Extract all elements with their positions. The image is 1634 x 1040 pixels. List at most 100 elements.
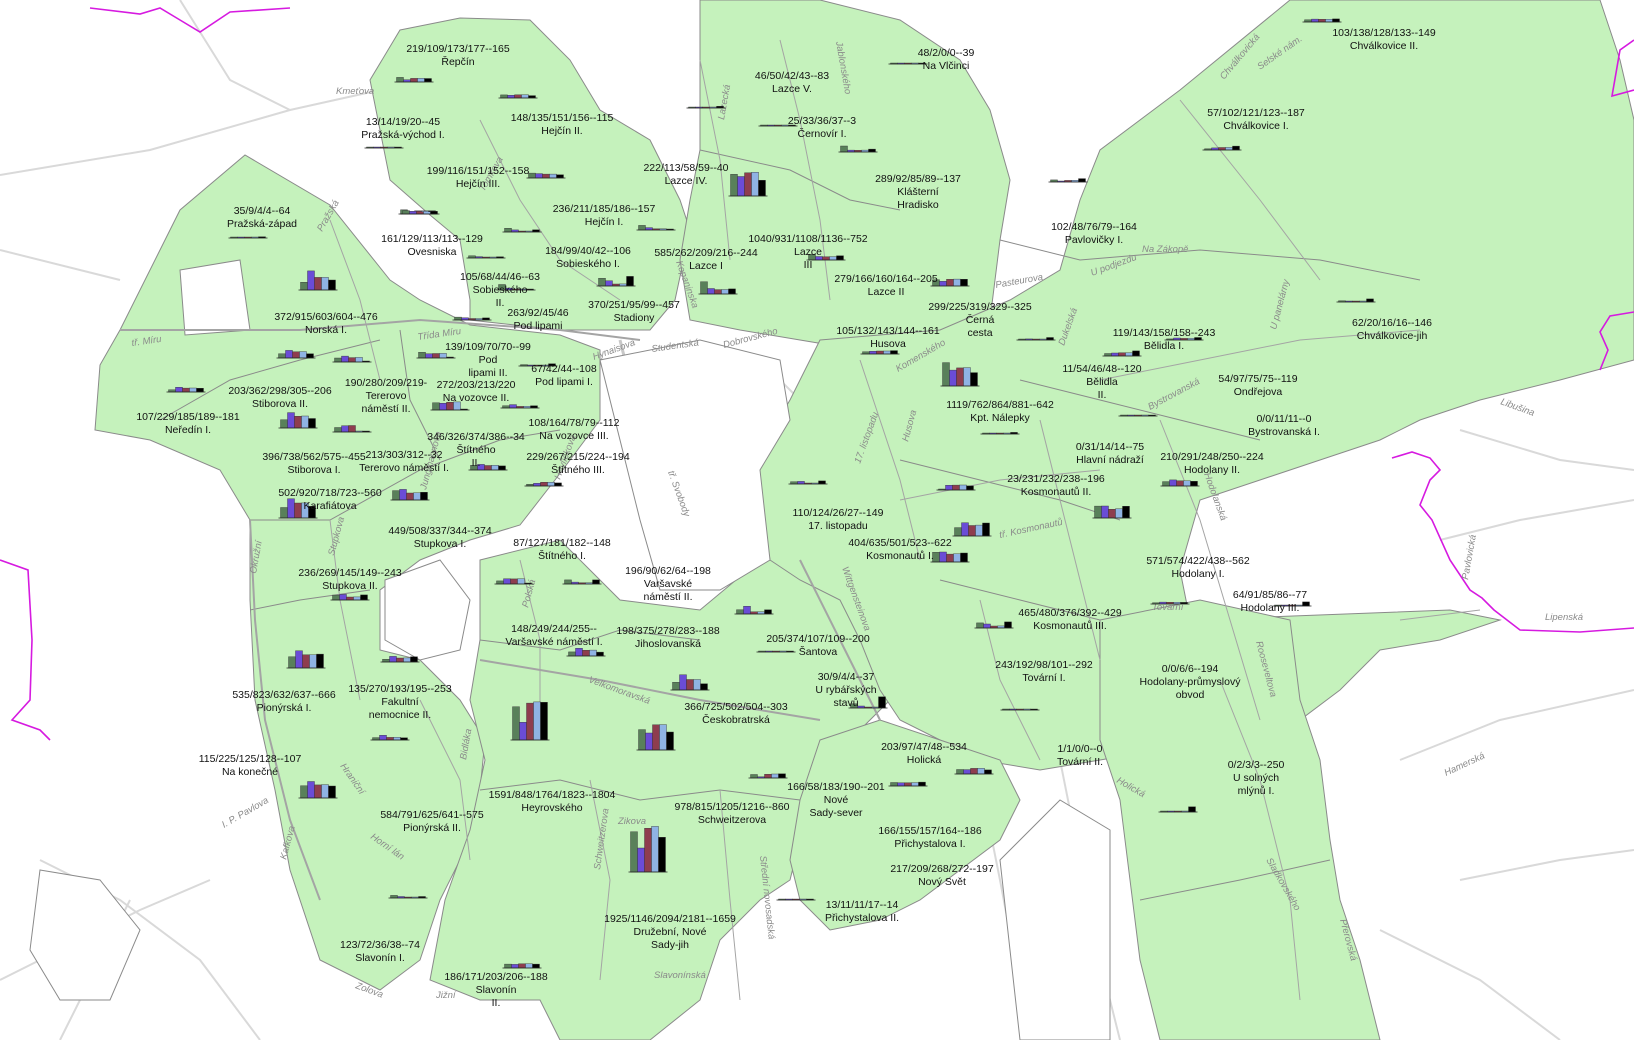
district-label[interactable]: 148/249/244/255--Varšavské náměstí I. — [505, 623, 602, 648]
bar — [392, 490, 400, 501]
district-bar-chart — [636, 724, 676, 751]
bar — [512, 706, 520, 741]
district-bar-chart — [380, 656, 420, 663]
district-values: 119/143/158/158--243 — [1113, 327, 1216, 339]
district-bar-chart — [1164, 337, 1204, 341]
bar — [652, 724, 660, 751]
district-bar-chart — [936, 484, 976, 491]
street-line — [419, 699, 471, 861]
bar — [1188, 806, 1196, 813]
district-values: 25/33/36/37--3 — [788, 115, 856, 127]
bar — [1115, 508, 1123, 519]
district-bar-chart — [848, 696, 888, 709]
district-values: 46/50/42/43--83 — [755, 70, 829, 82]
district-values: 0/2/3/3--250 — [1228, 759, 1285, 771]
bar — [829, 256, 837, 261]
bar — [521, 94, 529, 99]
bar — [189, 387, 197, 393]
bar — [568, 651, 576, 657]
map-holes — [29, 259, 1111, 1040]
bar — [728, 288, 736, 295]
district-name: Ondřejova — [1234, 386, 1283, 398]
